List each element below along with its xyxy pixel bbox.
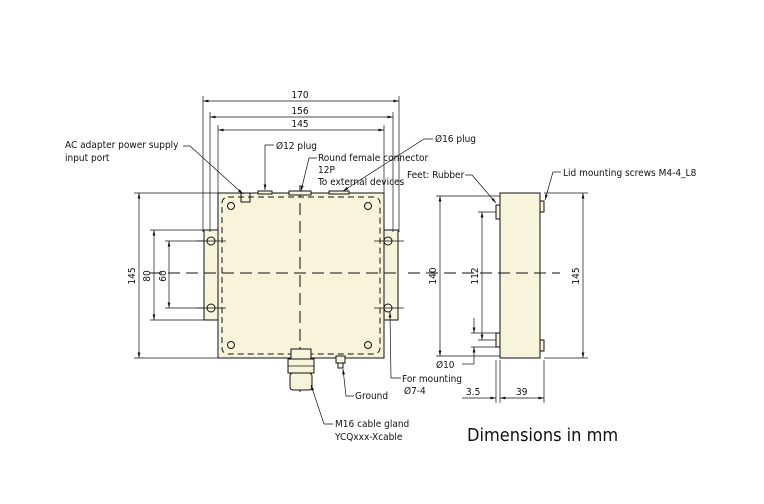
dim-156: 156 [291,106,308,117]
label-lid-screws: Lid mounting screws M4-4_L8 [563,168,697,179]
screw-hole [227,341,235,349]
left-dimensions: 145 80 60 [127,192,218,359]
screw-hole [227,202,235,210]
dim-140: 140 [428,267,439,284]
dim-170: 170 [291,90,308,101]
drawing-line [342,368,354,397]
drawing-line [290,348,312,360]
left-flange [203,229,219,321]
dim-39: 39 [516,387,528,398]
label-ac-adapter: AC adapter power supply [65,140,179,151]
label-for-mounting-2: Ø7-4 [404,385,426,397]
lid-screw [539,339,545,352]
dim-145-top: 145 [291,119,308,130]
dim-145-side: 145 [571,267,582,284]
enclosure-side [499,192,541,359]
screw-hole [364,202,372,210]
drawing-line [328,190,350,195]
drawing-line [300,157,317,192]
label-round-connector-3: To external devices [317,177,405,188]
drawing-line [310,384,333,425]
dim-3-5: 3.5 [466,387,480,398]
label-for-mounting: For mounting [402,374,462,385]
drawing-line [257,190,273,195]
dim-80: 80 [142,270,153,282]
caption: Dimensions in mm [467,425,618,446]
label-dia10: Ø10 [436,359,455,371]
drawing-line [465,174,497,204]
drawing-line [337,362,344,369]
label-ac-adapter-2: input port [65,153,110,164]
dim-145-left: 145 [127,267,138,284]
ac-port [240,192,251,203]
annotations: AC adapter power supply input port Ø12 p… [65,133,697,446]
round-connector [288,190,312,196]
lid-screw [539,200,545,213]
label-cable-gland: M16 cable gland [335,419,409,430]
top-dimensions: 170 156 145 [202,90,400,232]
label-cable-gland-2: YCQxxx-Xcable [334,432,403,443]
label-round-connector-2: 12P [318,165,335,176]
screw-hole [364,341,372,349]
drawing-line [388,311,401,379]
drawing-line [289,372,313,391]
foot [495,332,501,348]
front-view [150,185,404,392]
dim-60: 60 [158,270,169,282]
dim-112: 112 [470,267,481,284]
drawing-line [342,138,433,192]
drawing-line [263,144,274,190]
foot [495,204,501,220]
ground-icon [335,355,346,364]
side-view: 140 112 145 Ø10 3.5 39 [408,192,588,403]
label-feet: Feet: Rubber [407,170,465,181]
label-plug16: Ø16 plug [435,133,476,145]
drawing-line [183,145,244,195]
drawing-line [544,171,561,201]
enclosure-front [217,192,385,359]
label-round-connector: Round female connector [318,153,429,164]
label-plug12: Ø12 plug [276,140,317,152]
label-ground: Ground [355,391,388,402]
